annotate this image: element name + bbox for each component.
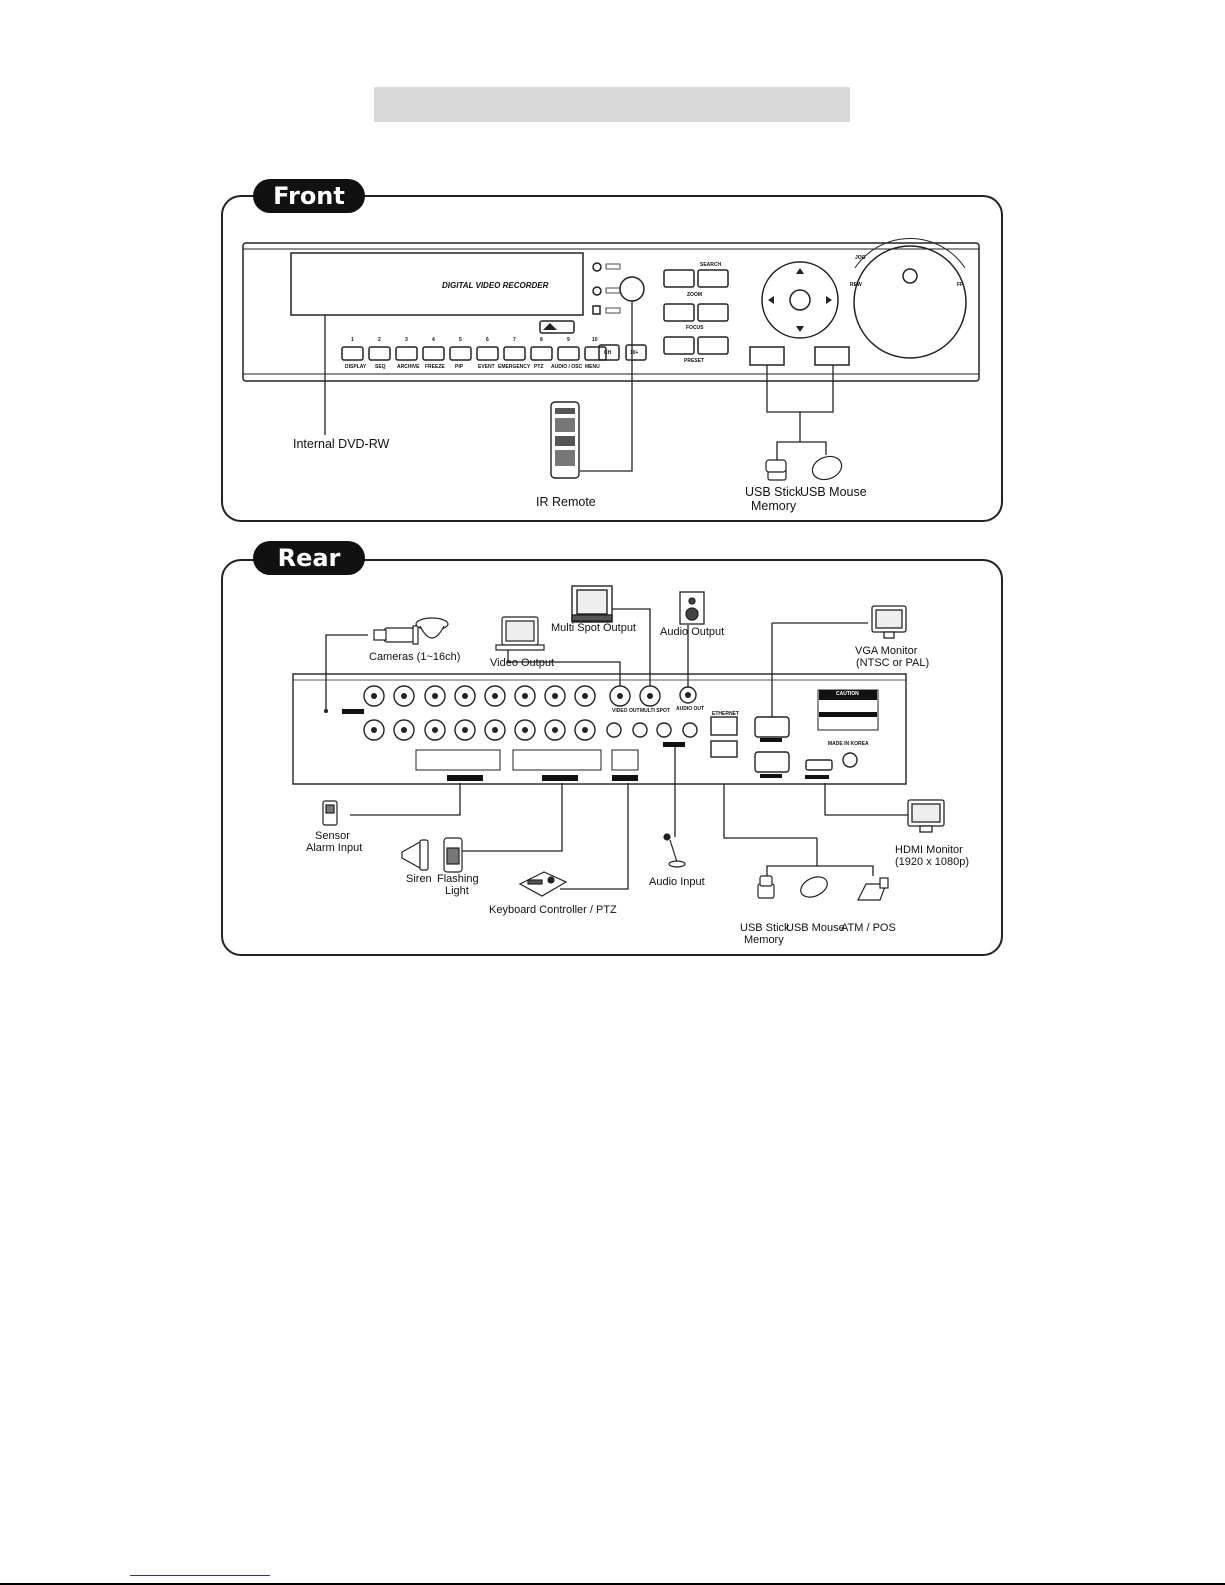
ir-remote-label: IR Remote	[536, 495, 596, 509]
btn-label-freeze: FREEZE	[425, 364, 445, 370]
ir-remote-icon	[550, 401, 580, 479]
flashing-light-icon	[443, 837, 463, 873]
front-usb-port-2	[814, 346, 850, 366]
multi-spot-port-label: MULTI SPOT	[640, 708, 670, 714]
keyboard-controller-icon	[518, 871, 568, 897]
front-usb-port-1	[749, 346, 785, 366]
ch-number-3: 3	[405, 337, 408, 343]
ch-number-10: 10	[592, 337, 598, 343]
btn-label-menu: MENU	[585, 364, 600, 370]
btn-label-seq: SEQ	[375, 364, 386, 370]
atm-pos-label: ATM / POS	[841, 922, 896, 934]
btn-label-display: DISPLAY	[345, 364, 367, 370]
hdmi-monitor-sublabel: (1920 x 1080p)	[895, 856, 969, 868]
front-usb-stick-label-2: Memory	[751, 499, 797, 513]
ch-number-6: 6	[486, 337, 489, 343]
camera-dome-icon	[415, 617, 449, 639]
btn-label-audio-osc: AUDIO / OSC	[551, 364, 583, 370]
flashing-light-sublabel: Light	[445, 885, 469, 897]
usb-mouse-icon	[811, 455, 843, 481]
made-in-korea-label: MADE IN KOREA	[828, 741, 869, 747]
btn-ch[interactable]: CH	[604, 350, 612, 356]
focus-label: FOCUS	[686, 325, 704, 331]
front-usb-stick-label: USB Stick	[745, 485, 802, 499]
ir-receiver-window	[619, 276, 645, 302]
keyboard-controller-label: Keyboard Controller / PTZ	[489, 904, 617, 916]
dvr-front-unit	[242, 237, 980, 382]
audio-speaker-icon	[679, 591, 705, 625]
video-output-label: Video Output	[490, 657, 555, 669]
ch-number-9: 9	[567, 337, 570, 343]
video-output-monitor-icon	[495, 616, 545, 651]
internal-dvd-label: Internal DVD-RW	[293, 437, 390, 451]
multi-spot-output-label: Multi Spot Output	[551, 622, 636, 634]
rear-usb-stick-label: USB Stick	[740, 922, 790, 934]
camera-bullet-icon	[373, 625, 419, 645]
rear-usb-mouse-icon	[800, 876, 828, 898]
ch-number-5: 5	[459, 337, 462, 343]
ethernet-port-label: ETHERNET	[712, 711, 739, 717]
siren-icon	[401, 839, 429, 871]
preset-label: PRESET	[684, 358, 705, 364]
rear-panel-frame	[221, 559, 1003, 956]
usb-stick-icon	[765, 459, 787, 481]
btn-label-ptz: PTZ	[534, 364, 544, 370]
caution-label: CAUTION	[836, 691, 859, 697]
navigation-pad	[761, 261, 839, 339]
audio-out-port-label: AUDIO OUT	[676, 706, 705, 712]
front-usb-mouse-label: USB Mouse	[800, 485, 867, 499]
eject-button	[539, 320, 575, 334]
footer-link-underline	[130, 1575, 270, 1576]
audio-output-label: Audio Output	[660, 626, 725, 638]
rear-usb-stick-icon	[757, 875, 775, 899]
hdmi-monitor-icon	[907, 799, 945, 833]
microphone-icon	[663, 833, 686, 868]
sensor-label: Sensor	[315, 830, 350, 842]
dvd-tray	[290, 252, 584, 316]
search-label: SEARCH	[700, 262, 722, 268]
btn-label-archive: ARCHIVE	[397, 364, 420, 370]
ch-number-7: 7	[513, 337, 516, 343]
ff-label: FF	[957, 282, 964, 288]
zoom-label: ZOOM	[687, 292, 702, 298]
vga-monitor-icon	[871, 605, 907, 639]
btn-ten-plus[interactable]: 10+	[630, 350, 639, 356]
page-bottom-rule	[0, 1583, 1225, 1585]
btn-label-pip: PIP	[455, 364, 464, 370]
front-section-title: Front	[253, 179, 365, 213]
header-placeholder-bar	[374, 87, 850, 122]
front-panel-frame	[221, 195, 1003, 522]
dvr-brand-text: DIGITAL VIDEO RECORDER	[442, 281, 549, 290]
vga-monitor-sublabel: (NTSC or PAL)	[856, 657, 930, 669]
dvr-rear-unit	[292, 673, 907, 785]
audio-input-label: Audio Input	[649, 876, 705, 888]
ch-number-8: 8	[540, 337, 543, 343]
btn-label-emergency: EMERGENCY	[498, 364, 531, 370]
rear-usb-stick-sublabel: Memory	[744, 934, 784, 946]
siren-label: Siren	[406, 873, 432, 885]
vga-monitor-label: VGA Monitor	[855, 645, 918, 657]
video-out-port-label: VIDEO OUT	[612, 708, 640, 714]
multi-spot-monitor-icon	[571, 585, 613, 623]
ch-number-4: 4	[432, 337, 435, 343]
btn-label-event: EVENT	[478, 364, 495, 370]
hdmi-monitor-label: HDMI Monitor	[895, 844, 963, 856]
jog-shuttle-dial	[853, 245, 967, 359]
ch-number-1: 1	[351, 337, 354, 343]
jog-label: JOG	[855, 255, 866, 261]
rew-label: REW	[850, 282, 862, 288]
sensor-icon	[322, 800, 338, 826]
cameras-label: Cameras (1~16ch)	[369, 651, 461, 663]
ch-number-2: 2	[378, 337, 381, 343]
flashing-light-label: Flashing	[437, 873, 479, 885]
rear-section-title: Rear	[253, 541, 365, 575]
rear-usb-mouse-label: USB Mouse	[786, 922, 845, 934]
sensor-sublabel: Alarm Input	[306, 842, 363, 854]
atm-pos-icon	[857, 877, 889, 901]
